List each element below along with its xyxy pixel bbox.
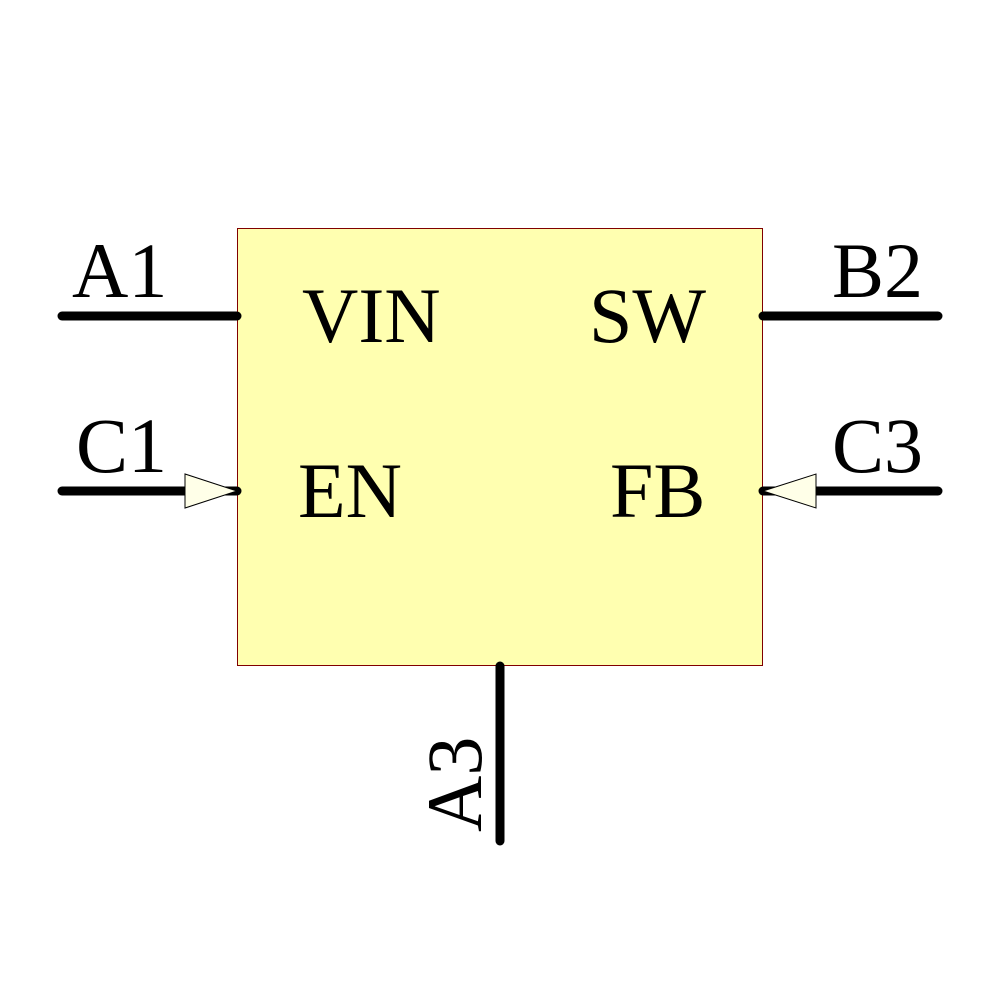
pin-number-en: C1 <box>76 402 167 489</box>
pin-wires <box>57 311 943 846</box>
pin-name-vin: VIN <box>302 272 441 359</box>
pin-number-sw: B2 <box>832 227 923 314</box>
pin-name-fb: FB <box>610 447 705 534</box>
pin-name-en: EN <box>298 447 402 534</box>
pin-number-gnd: A3 <box>411 737 498 832</box>
pin-number-vin: A1 <box>72 227 167 314</box>
pin-name-sw: SW <box>589 272 706 359</box>
component-body[interactable] <box>237 228 763 666</box>
input-arrow-icon <box>184 473 239 509</box>
pin-number-fb: C3 <box>832 402 923 489</box>
input-arrow-icon <box>761 473 817 509</box>
